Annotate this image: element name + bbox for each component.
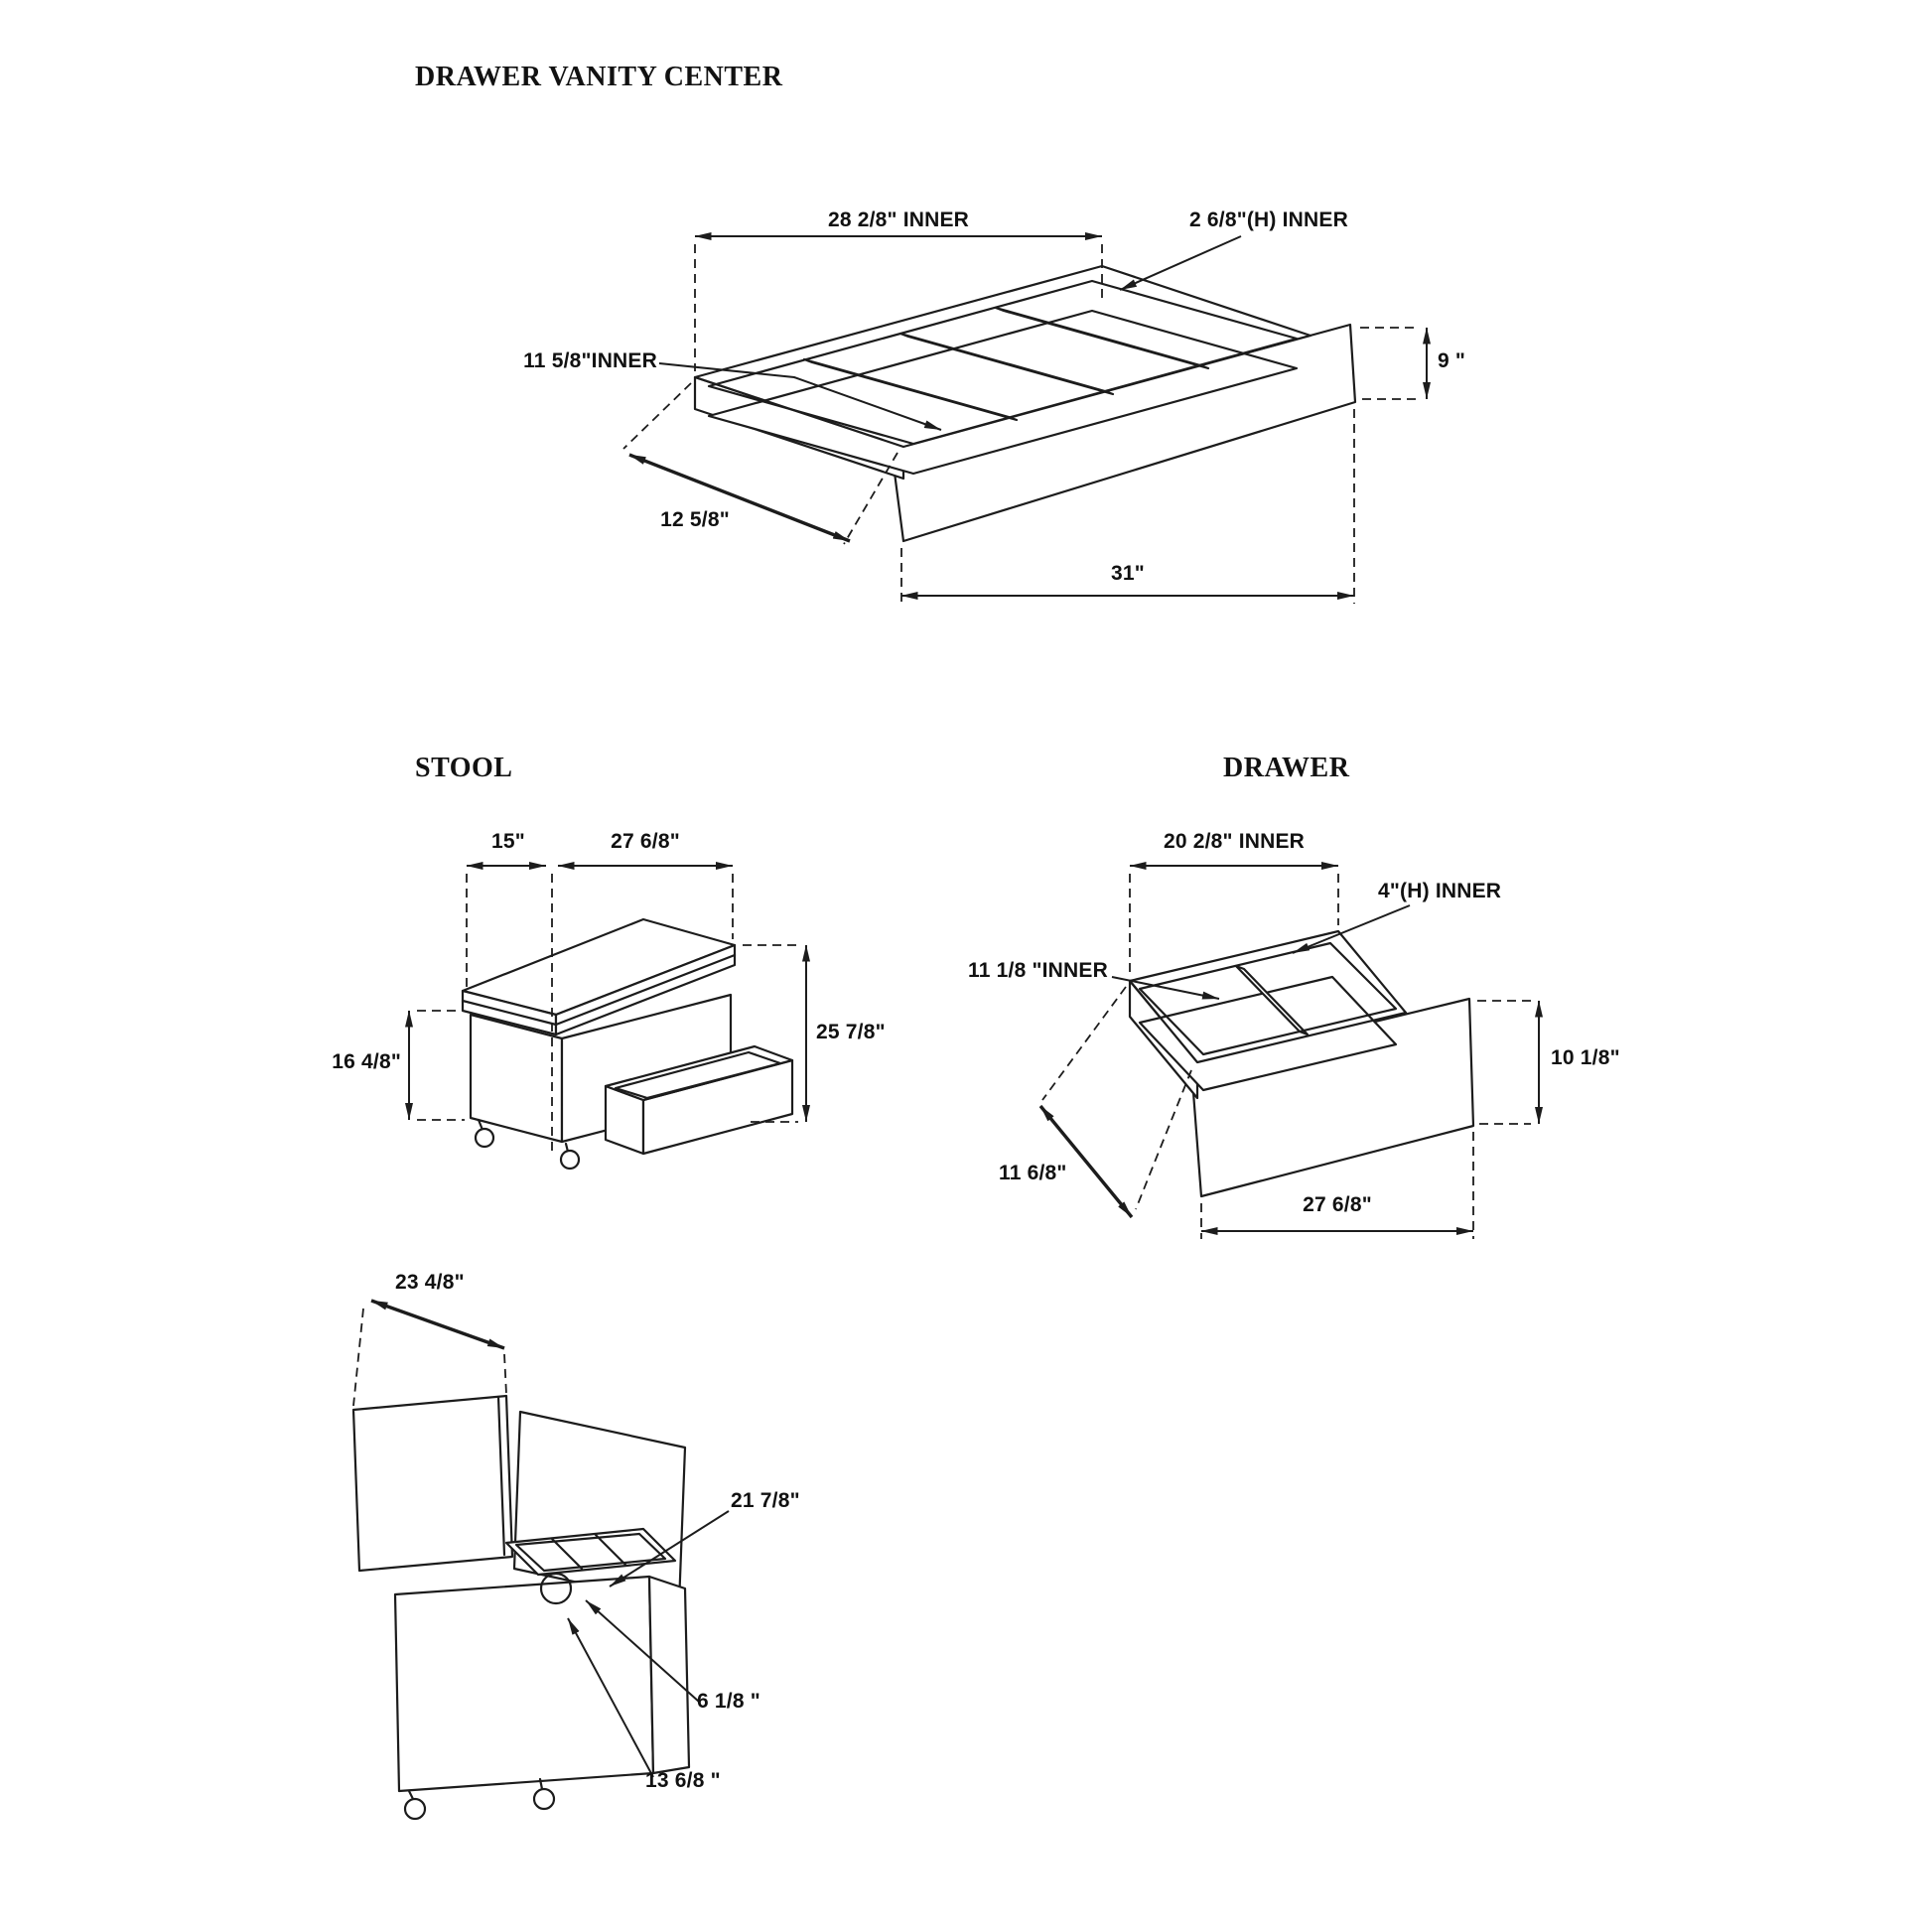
- stool-open-extension-lines: [352, 1308, 507, 1407]
- dim-label-drawer-side-depth: 11 6/8": [999, 1162, 1067, 1184]
- vanity-outer-rim: [693, 264, 1312, 449]
- drawer-drawing: [1128, 929, 1475, 1198]
- section-title-drawer: DRAWER: [1223, 753, 1350, 783]
- vanity-tray-drawing: [693, 264, 1357, 543]
- drawer-inner-height-leader: [1292, 904, 1411, 954]
- section-title-vanity: DRAWER VANITY CENTER: [415, 62, 783, 92]
- stool-inner-width-leader: [609, 1510, 730, 1587]
- vanity-tray-floor: [707, 309, 1299, 476]
- dim-label-stool-seat-height: 16 4/8": [332, 1050, 401, 1073]
- stool-open-drawer-box: [604, 1044, 794, 1156]
- dim-label-vanity-inner-width: 28 2/8" INNER: [827, 208, 970, 231]
- dim-label-vanity-tray-depth: 12 5/8": [660, 508, 730, 531]
- vanity-dimensions: [622, 232, 1431, 604]
- drawer-dimensions: [1038, 862, 1543, 1239]
- stool-open-inner-tray: [504, 1527, 677, 1577]
- drawer-outer-rim: [1128, 929, 1408, 1064]
- stool-seat-lid: [461, 917, 737, 1036]
- vanity-inner-depth-leader: [658, 362, 942, 431]
- stool-open-caster-wheels: [403, 1777, 556, 1821]
- dim-label-stool-inner-width: 21 7/8": [731, 1489, 800, 1512]
- vanity-divider-walls: [802, 306, 1210, 422]
- dim-label-drawer-front-height: 10 1/8": [1551, 1046, 1620, 1069]
- stool-lid-depth-arrow: [370, 1299, 505, 1350]
- stool-body-left-face: [469, 1013, 564, 1144]
- vanity-inner-height-leader: [1119, 235, 1242, 291]
- drawer-inner-depth-leader: [1111, 976, 1220, 1000]
- stool-open-round-hole: [539, 1572, 573, 1605]
- vanity-tray-depth-arrow: [628, 453, 851, 543]
- dim-label-drawer-inner-width: 20 2/8" INNER: [1163, 830, 1306, 853]
- stool-extension-lines: [417, 874, 798, 1152]
- stool-caster-wheels: [474, 1118, 581, 1171]
- dim-label-drawer-front-width: 27 6/8": [1303, 1193, 1372, 1216]
- dim-label-vanity-front-height: 9 ": [1438, 349, 1466, 372]
- dim-label-stool-inner-depth: 6 1/8 ": [697, 1690, 760, 1713]
- dim-label-stool-lid-depth: 23 4/8": [395, 1271, 465, 1294]
- vanity-inner-rim: [707, 279, 1299, 446]
- dim-label-vanity-inner-depth: 11 5/8"INNER: [523, 349, 657, 372]
- stool-open-lid-panel: [351, 1394, 514, 1573]
- stool-open-body-front-face: [393, 1575, 655, 1793]
- stool-open-dimensions: [352, 1299, 730, 1778]
- stool-inner-depth-leader: [585, 1599, 700, 1703]
- dim-label-drawer-inner-depth: 11 1/8 "INNER: [968, 959, 1108, 982]
- stool-open-drawing: [351, 1394, 691, 1821]
- vanity-extension-lines: [622, 244, 1418, 604]
- drawer-front-panel: [1189, 997, 1475, 1198]
- dim-label-vanity-front-width: 31": [1111, 562, 1145, 585]
- dim-label-stool-top-depth: 15": [491, 830, 525, 853]
- dim-label-stool-top-width: 27 6/8": [611, 830, 680, 853]
- stool-inner-length-leader: [567, 1617, 654, 1778]
- dim-label-vanity-inner-height: 2 6/8"(H) INNER: [1189, 208, 1348, 231]
- dim-label-stool-inner-length: 13 6/8 ": [645, 1769, 721, 1792]
- drawer-side-depth-arrow: [1038, 1104, 1134, 1219]
- stool-closed-drawing: [461, 917, 794, 1171]
- drawer-inner-rim: [1138, 941, 1398, 1056]
- dim-label-drawer-inner-height: 4"(H) INNER: [1378, 880, 1502, 902]
- section-title-stool: STOOL: [415, 753, 513, 783]
- drawer-divider-wall: [1234, 964, 1310, 1036]
- stool-closed-dimensions: [405, 862, 810, 1152]
- dim-label-stool-total-height: 25 7/8": [816, 1021, 886, 1043]
